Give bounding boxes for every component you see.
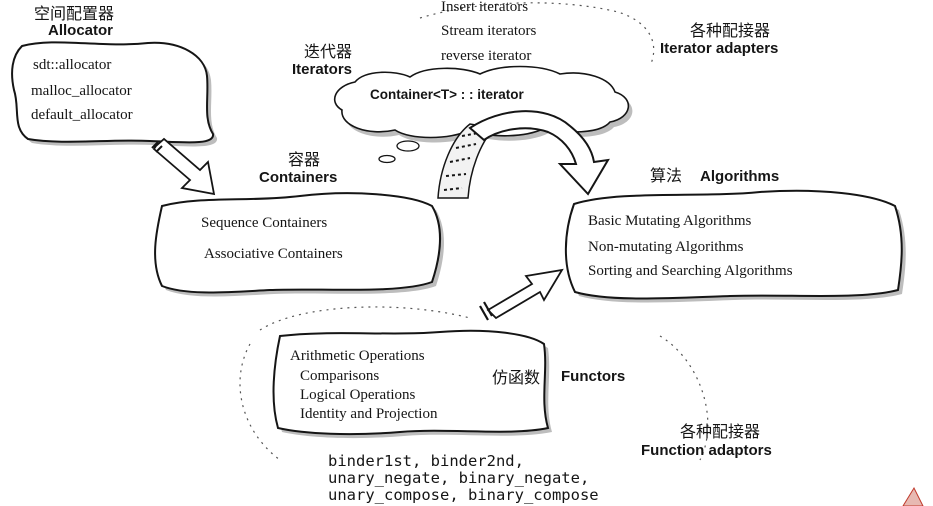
allocator-item: default_allocator [31,107,133,123]
iterator-cloud-label: Container<T> : : iterator [370,87,524,102]
iterator-adapter-item: Insert iterators [441,0,529,15]
functors-to-algorithms-arrow [479,268,564,321]
iterator-adapters-title-en: Iterator adapters [660,40,779,57]
containers-title-zh: 容器 [288,150,321,169]
functor-item: Logical Operations [300,387,416,403]
function-adaptor-item: unary_compose, binary_compose [328,486,599,504]
algorithm-item: Non-mutating Algorithms [588,239,744,255]
iterator-to-algorithms-arrow [468,110,610,196]
algorithm-item: Sorting and Searching Algorithms [588,263,793,279]
functor-item: Arithmetic Operations [290,348,425,364]
function-adaptors-boundary [239,306,709,461]
functor-item: Identity and Projection [300,406,438,422]
function-adaptors-title-en: Function adaptors [641,442,772,459]
allocator-cloud [11,41,218,147]
containers-title-en: Containers [259,169,338,186]
allocator-title-en: Allocator [48,22,114,39]
functor-item: Comparisons [300,368,380,384]
container-item: Associative Containers [204,246,343,262]
corner-mark [902,486,924,506]
allocator-item: malloc_allocator [31,83,132,99]
algorithm-item: Basic Mutating Algorithms [588,213,752,229]
functors-title-en: Functors [561,368,626,385]
iterator-adapter-item: reverse iterator [441,48,532,64]
function-adaptors-title-zh: 各种配接器 [680,422,761,441]
iterator-adapters-title-zh: 各种配接器 [690,21,771,40]
algorithms-title-en: Algorithms [700,168,780,185]
iterator-adapters-boundary [419,2,655,67]
allocator-title-zh: 空间配置器 [34,4,115,23]
container-item: Sequence Containers [201,215,328,231]
algorithms-cloud [564,189,906,303]
functors-cloud [272,329,552,439]
iterator-adapter-item: Stream iterators [441,23,537,39]
allocator-to-containers-arrow [151,137,216,196]
function-adaptor-item: binder1st, binder2nd, [328,452,524,470]
allocator-item: sdt::allocator [33,57,112,73]
containers-cloud [154,192,444,297]
algorithms-title-zh: 算法 [650,166,683,185]
function-adaptor-item: unary_negate, binary_negate, [328,469,590,487]
iterators-title-zh: 迭代器 [304,42,353,61]
iterators-title-en: Iterators [292,61,353,78]
functors-title-zh: 仿函数 [492,368,541,387]
